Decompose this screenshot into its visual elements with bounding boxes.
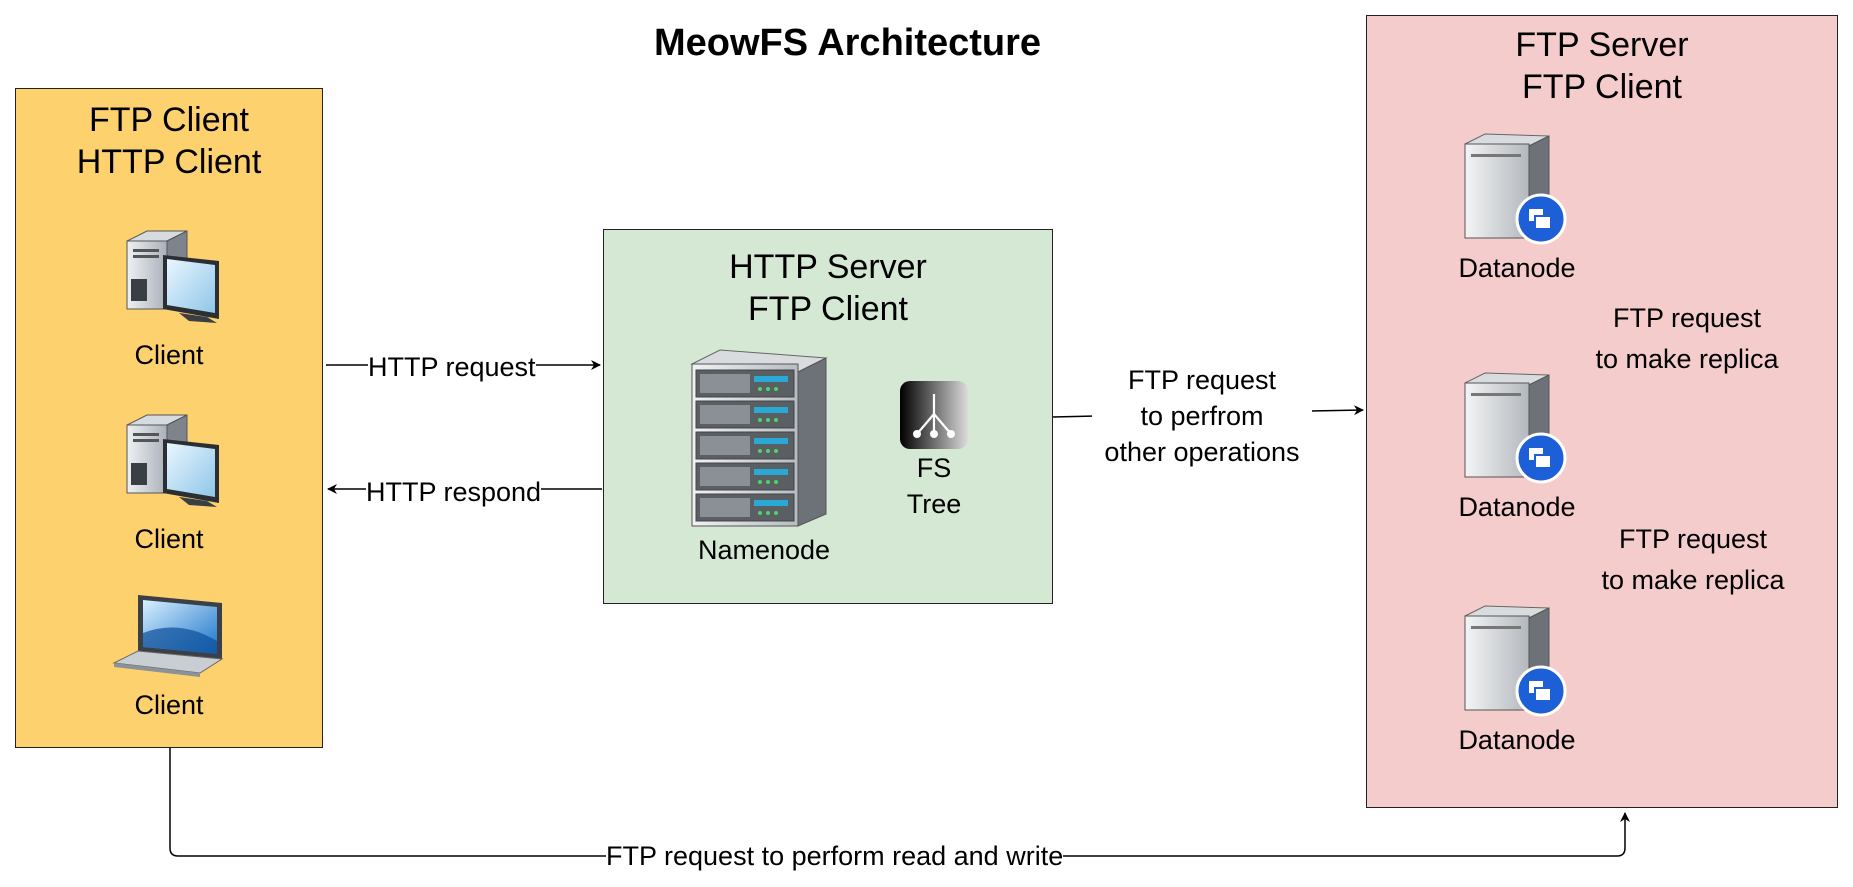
client-label-1: Client bbox=[134, 340, 204, 370]
fs-tree-icon bbox=[900, 381, 968, 449]
diagram-title: MeowFS Architecture bbox=[653, 22, 1042, 64]
fs-tree-label-line2: Tree bbox=[906, 489, 962, 519]
desktop-computer-icon bbox=[126, 414, 219, 507]
datanode-server-icon bbox=[1464, 372, 1567, 484]
replica-note-1-line2: to make replica bbox=[1595, 344, 1779, 374]
desktop-computer-icon bbox=[126, 230, 219, 323]
ftp-other-ops-label-line2: to perfrom bbox=[1092, 398, 1312, 434]
http-server-panel: HTTP Server FTP Client bbox=[603, 229, 1053, 604]
http-respond-label: HTTP respond bbox=[366, 474, 542, 510]
server-rack-icon bbox=[690, 349, 828, 527]
datanode-server-icon bbox=[1464, 133, 1567, 245]
datanode-label-2: Datanode bbox=[1458, 492, 1576, 522]
http-panel-title-line2: FTP Client bbox=[748, 290, 908, 328]
namenode-label: Namenode bbox=[697, 535, 831, 565]
datanode-label-3: Datanode bbox=[1458, 725, 1576, 755]
ftp-read-write-label: FTP request to perform read and write bbox=[606, 838, 1064, 874]
client-label-2: Client bbox=[134, 524, 204, 554]
laptop-icon bbox=[112, 595, 224, 677]
clients-panel: FTP Client HTTP Client Client Client bbox=[15, 88, 323, 748]
ftp-server-panel: FTP Server FTP Client Datanode FTP reque… bbox=[1366, 15, 1838, 808]
ftp-other-ops-label-line1: FTP request bbox=[1092, 362, 1312, 398]
ftp-other-ops-label-line3: other operations bbox=[1092, 434, 1312, 470]
clients-panel-title-line2: HTTP Client bbox=[76, 143, 262, 181]
datanode-label-1: Datanode bbox=[1458, 253, 1576, 283]
client-label-3: Client bbox=[134, 690, 204, 720]
clients-panel-title-line1: FTP Client bbox=[89, 101, 249, 139]
datanode-server-icon bbox=[1464, 605, 1567, 717]
http-panel-title-line1: HTTP Server bbox=[729, 248, 927, 286]
http-request-label: HTTP request bbox=[368, 349, 536, 385]
ftp-panel-title-line1: FTP Server bbox=[1515, 26, 1689, 64]
replica-note-2-line1: FTP request bbox=[1618, 524, 1768, 554]
fs-tree-label-line1: FS bbox=[916, 453, 952, 483]
replica-note-2-line2: to make replica bbox=[1601, 565, 1785, 595]
replica-note-1-line1: FTP request bbox=[1612, 303, 1762, 333]
ftp-panel-title-line2: FTP Client bbox=[1522, 68, 1682, 106]
